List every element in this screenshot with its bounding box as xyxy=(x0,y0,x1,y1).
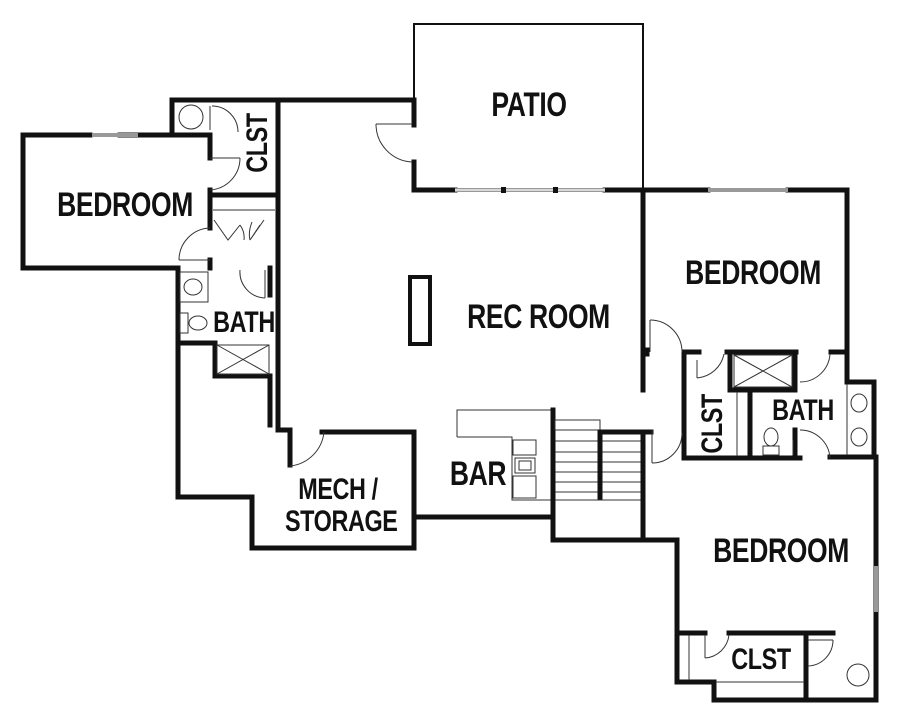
toilet-icon xyxy=(179,312,208,334)
shower-icon xyxy=(216,344,270,375)
door-swing-icon xyxy=(799,353,831,383)
room-label-mech-storage: MECH / STORAGE xyxy=(284,473,398,538)
room-label-bar: BAR xyxy=(449,455,507,493)
door-swing-icon xyxy=(239,269,266,299)
bedroom-southeast-walls xyxy=(640,454,879,703)
room-label-rec-room: REC ROOM xyxy=(467,298,610,336)
bar-sink-icon xyxy=(514,457,536,474)
door-swing-icon xyxy=(375,123,413,163)
room-label-closet-southeast: CLST xyxy=(731,643,791,676)
room-label-closet-west: CLST xyxy=(241,113,274,173)
rec-room-walls xyxy=(408,187,646,393)
room-label-bath-east: BATH xyxy=(772,394,834,427)
patio-area xyxy=(375,23,646,193)
water-heater-icon xyxy=(846,663,870,687)
sink-icon xyxy=(850,393,868,447)
door-swing-icon xyxy=(704,634,730,659)
window-icon xyxy=(455,187,605,193)
room-label-mech-line1: MECH / xyxy=(298,473,378,506)
bedroom-east-walls xyxy=(640,187,877,464)
room-label-bedroom-southeast: BEDROOM xyxy=(713,532,849,570)
water-heater-icon xyxy=(178,104,204,130)
door-swing-icon xyxy=(799,429,831,459)
door-swing-icon xyxy=(807,639,834,667)
stairs-icon xyxy=(550,407,654,543)
room-label-bath-west: BATH xyxy=(213,306,275,339)
room-label-patio: PATIO xyxy=(491,86,567,124)
door-swing-icon xyxy=(209,105,239,133)
sink-icon xyxy=(179,271,209,303)
room-label-mech-line2: STORAGE xyxy=(284,504,398,538)
west-storage-walls xyxy=(175,340,556,551)
shower-icon xyxy=(733,354,793,388)
room-label-closet-east: CLST xyxy=(696,394,729,454)
door-swing-icon xyxy=(209,157,241,191)
door-swing-icon xyxy=(178,227,211,261)
fireplace-icon xyxy=(408,275,432,346)
closet-west-walls xyxy=(169,97,417,243)
room-label-bedroom-west: BEDROOM xyxy=(57,186,193,224)
door-swing-icon xyxy=(651,430,683,464)
bath-west-walls xyxy=(175,237,281,433)
room-label-bedroom-east: BEDROOM xyxy=(685,254,821,292)
door-swing-icon xyxy=(649,319,683,353)
door-swing-icon xyxy=(696,353,725,379)
toilet-icon xyxy=(762,427,780,456)
door-swing-icon xyxy=(289,431,325,467)
